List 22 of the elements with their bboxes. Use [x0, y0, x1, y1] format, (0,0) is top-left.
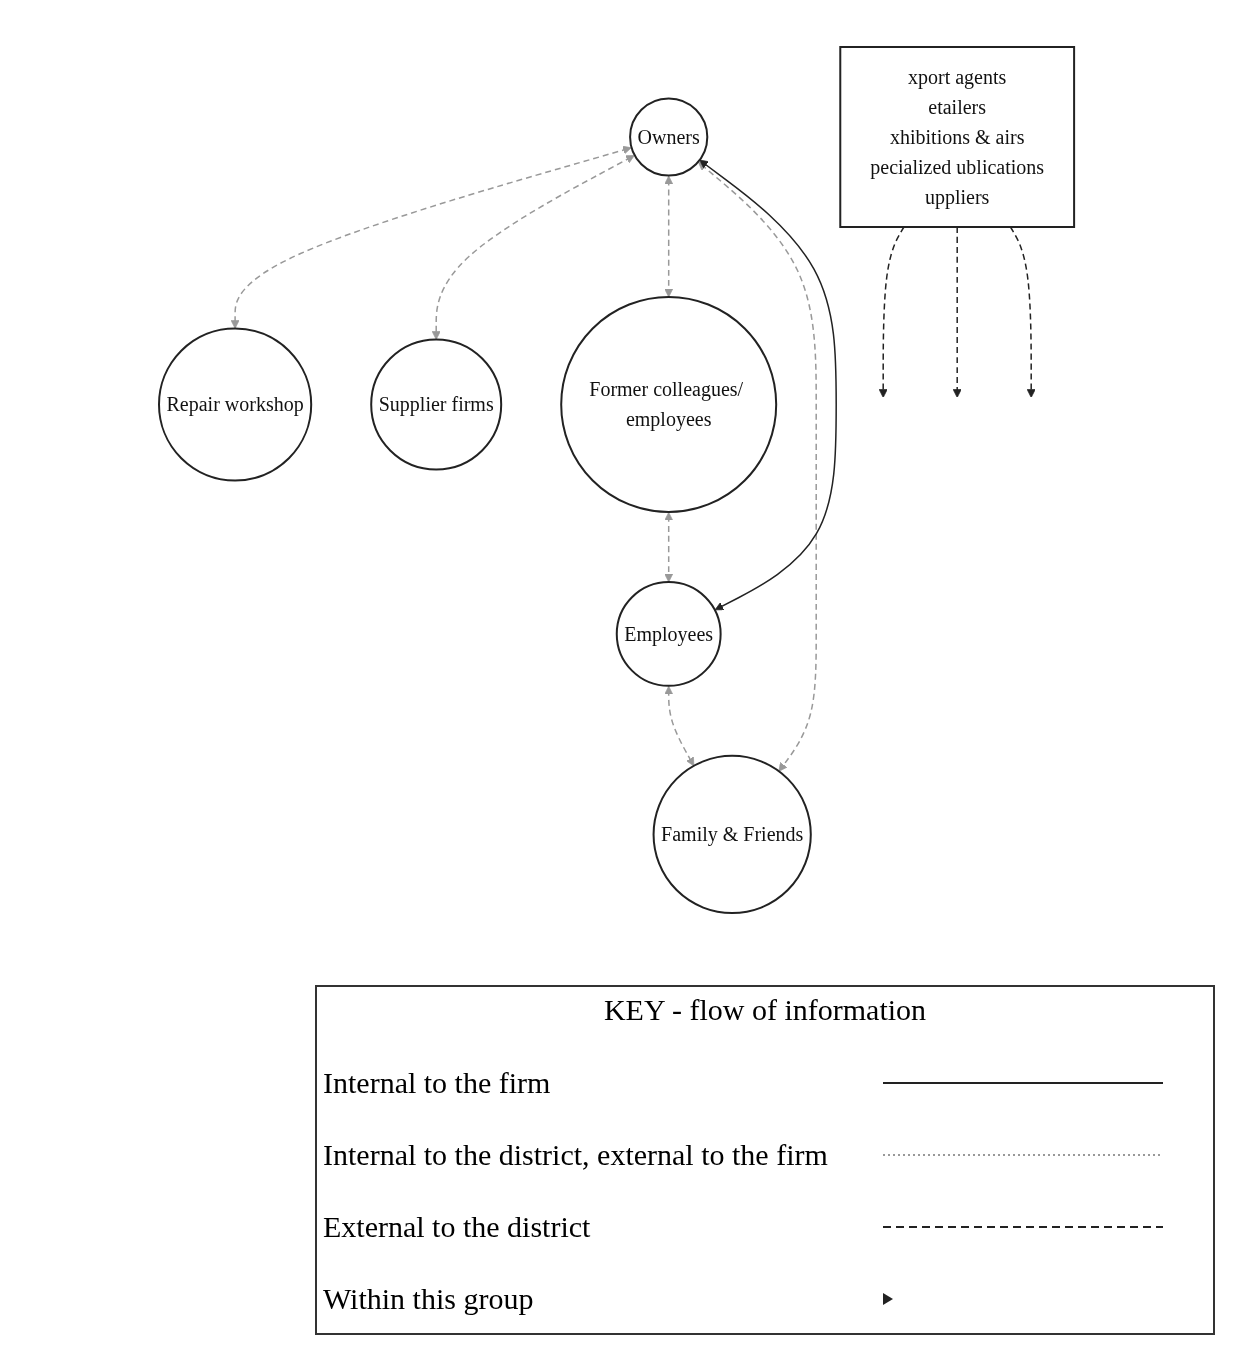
node-circle: Owners — [629, 97, 709, 177]
legend-title: KEY - flow of information — [602, 993, 928, 1027]
arrow — [1009, 226, 1036, 398]
arrow — [431, 155, 635, 340]
node-circle: Supplier firms — [370, 338, 503, 471]
node-circle: Employees — [615, 580, 722, 687]
arrow — [952, 226, 962, 398]
node-box: xport agents etailers xhibitions & airs pecialized ublications uppliers — [839, 45, 1076, 228]
arrow — [230, 145, 632, 329]
legend-text: Within this group — [322, 1282, 535, 1316]
node-circle: Family & Friends — [652, 754, 812, 915]
legend-text: Internal to the district, external to the firm — [322, 1138, 829, 1172]
arrow — [878, 226, 905, 398]
node-circle: Former colleagues/ employees — [560, 295, 778, 513]
arrow — [664, 685, 695, 767]
arrow — [698, 161, 817, 772]
node-circle: Repair workshop — [157, 327, 313, 482]
legend-text: Internal to the firm — [322, 1066, 552, 1100]
legend-text: External to the district — [322, 1210, 592, 1244]
arrow — [664, 175, 674, 298]
arrow — [664, 511, 674, 583]
arrow — [699, 159, 837, 611]
